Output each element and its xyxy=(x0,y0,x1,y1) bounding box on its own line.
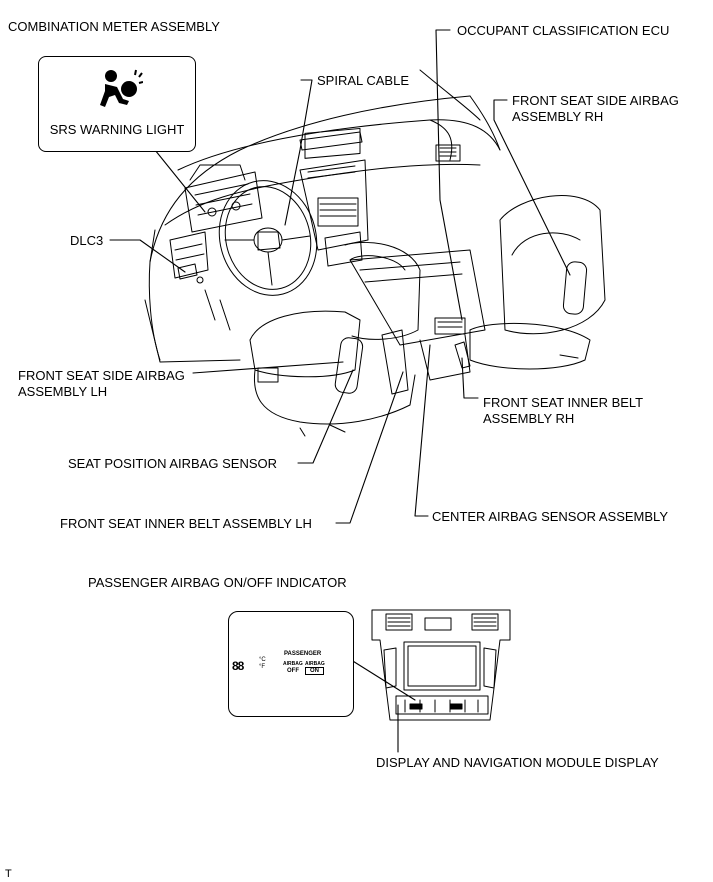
navigation-panel xyxy=(371,609,511,721)
passenger-indicator-inset: PASSENGER 88 °C °F AIRBAG AIRBAG OFF ON xyxy=(228,611,354,717)
meter-cluster xyxy=(184,171,263,233)
leader-spiral-cable xyxy=(284,79,313,226)
inset-airbag-left: AIRBAG xyxy=(283,661,303,667)
steering-wheel xyxy=(218,180,318,296)
label-front-seat-side-rh: FRONT SEAT SIDE AIRBAG ASSEMBLY RH xyxy=(512,93,679,124)
label-inner-belt-lh: FRONT SEAT INNER BELT ASSEMBLY LH xyxy=(60,516,312,531)
leader-seat-position xyxy=(297,369,354,464)
airbag-warning-icon xyxy=(100,69,143,107)
center-stack xyxy=(299,128,369,267)
label-combination-meter: COMBINATION METER ASSEMBLY xyxy=(8,19,220,34)
label-display-module: DISPLAY AND NAVIGATION MODULE DISPLAY xyxy=(376,755,659,770)
leader-center-sensor xyxy=(414,344,431,517)
leader-srs-warning xyxy=(154,149,206,213)
label-inner-belt-rh: FRONT SEAT INNER BELT ASSEMBLY RH xyxy=(483,395,644,426)
leader-front-seat-side-rh xyxy=(493,99,571,276)
leader-dlc3 xyxy=(109,239,186,273)
label-seat-position-sensor: SEAT POSITION AIRBAG SENSOR xyxy=(68,456,278,471)
left-seat xyxy=(249,242,421,437)
leader-lines xyxy=(109,29,571,753)
srs-warning-light-callout: SRS WARNING LIGHT xyxy=(38,56,196,152)
inset-airbag-right: AIRBAG xyxy=(305,661,325,667)
label-dlc3: DLC3 xyxy=(70,233,104,248)
inset-off-text: OFF xyxy=(287,668,299,674)
inset-passenger-text: PASSENGER xyxy=(284,651,322,657)
leader-occupant-ecu xyxy=(435,29,463,321)
dashboard-outline xyxy=(144,95,501,363)
label-spiral-cable: SPIRAL CABLE xyxy=(317,73,410,88)
label-occupant-ecu: OCCUPANT CLASSIFICATION ECU xyxy=(457,23,670,38)
inset-temperature-units: °C °F xyxy=(259,657,266,670)
label-center-sensor: CENTER AIRBAG SENSOR ASSEMBLY xyxy=(432,509,668,524)
label-passenger-indicator: PASSENGER AIRBAG ON/OFF INDICATOR xyxy=(88,575,347,590)
leader-indicator-inset xyxy=(347,657,416,701)
right-seat xyxy=(454,195,606,370)
label-front-seat-side-lh: FRONT SEAT SIDE AIRBAG ASSEMBLY LH xyxy=(18,368,185,399)
inset-on-text: ON xyxy=(305,667,324,675)
center-console xyxy=(349,249,486,381)
leader-front-seat-side-lh xyxy=(192,361,344,374)
leader-inner-belt-lh xyxy=(335,371,404,524)
inset-segment-readout: 88 xyxy=(232,659,244,673)
lower-dash xyxy=(169,231,231,331)
leader-inner-belt-rh xyxy=(461,357,479,399)
a-pillar xyxy=(419,69,481,121)
srs-warning-light-label: SRS WARNING LIGHT xyxy=(49,122,185,137)
footer-mark: T xyxy=(5,868,12,880)
